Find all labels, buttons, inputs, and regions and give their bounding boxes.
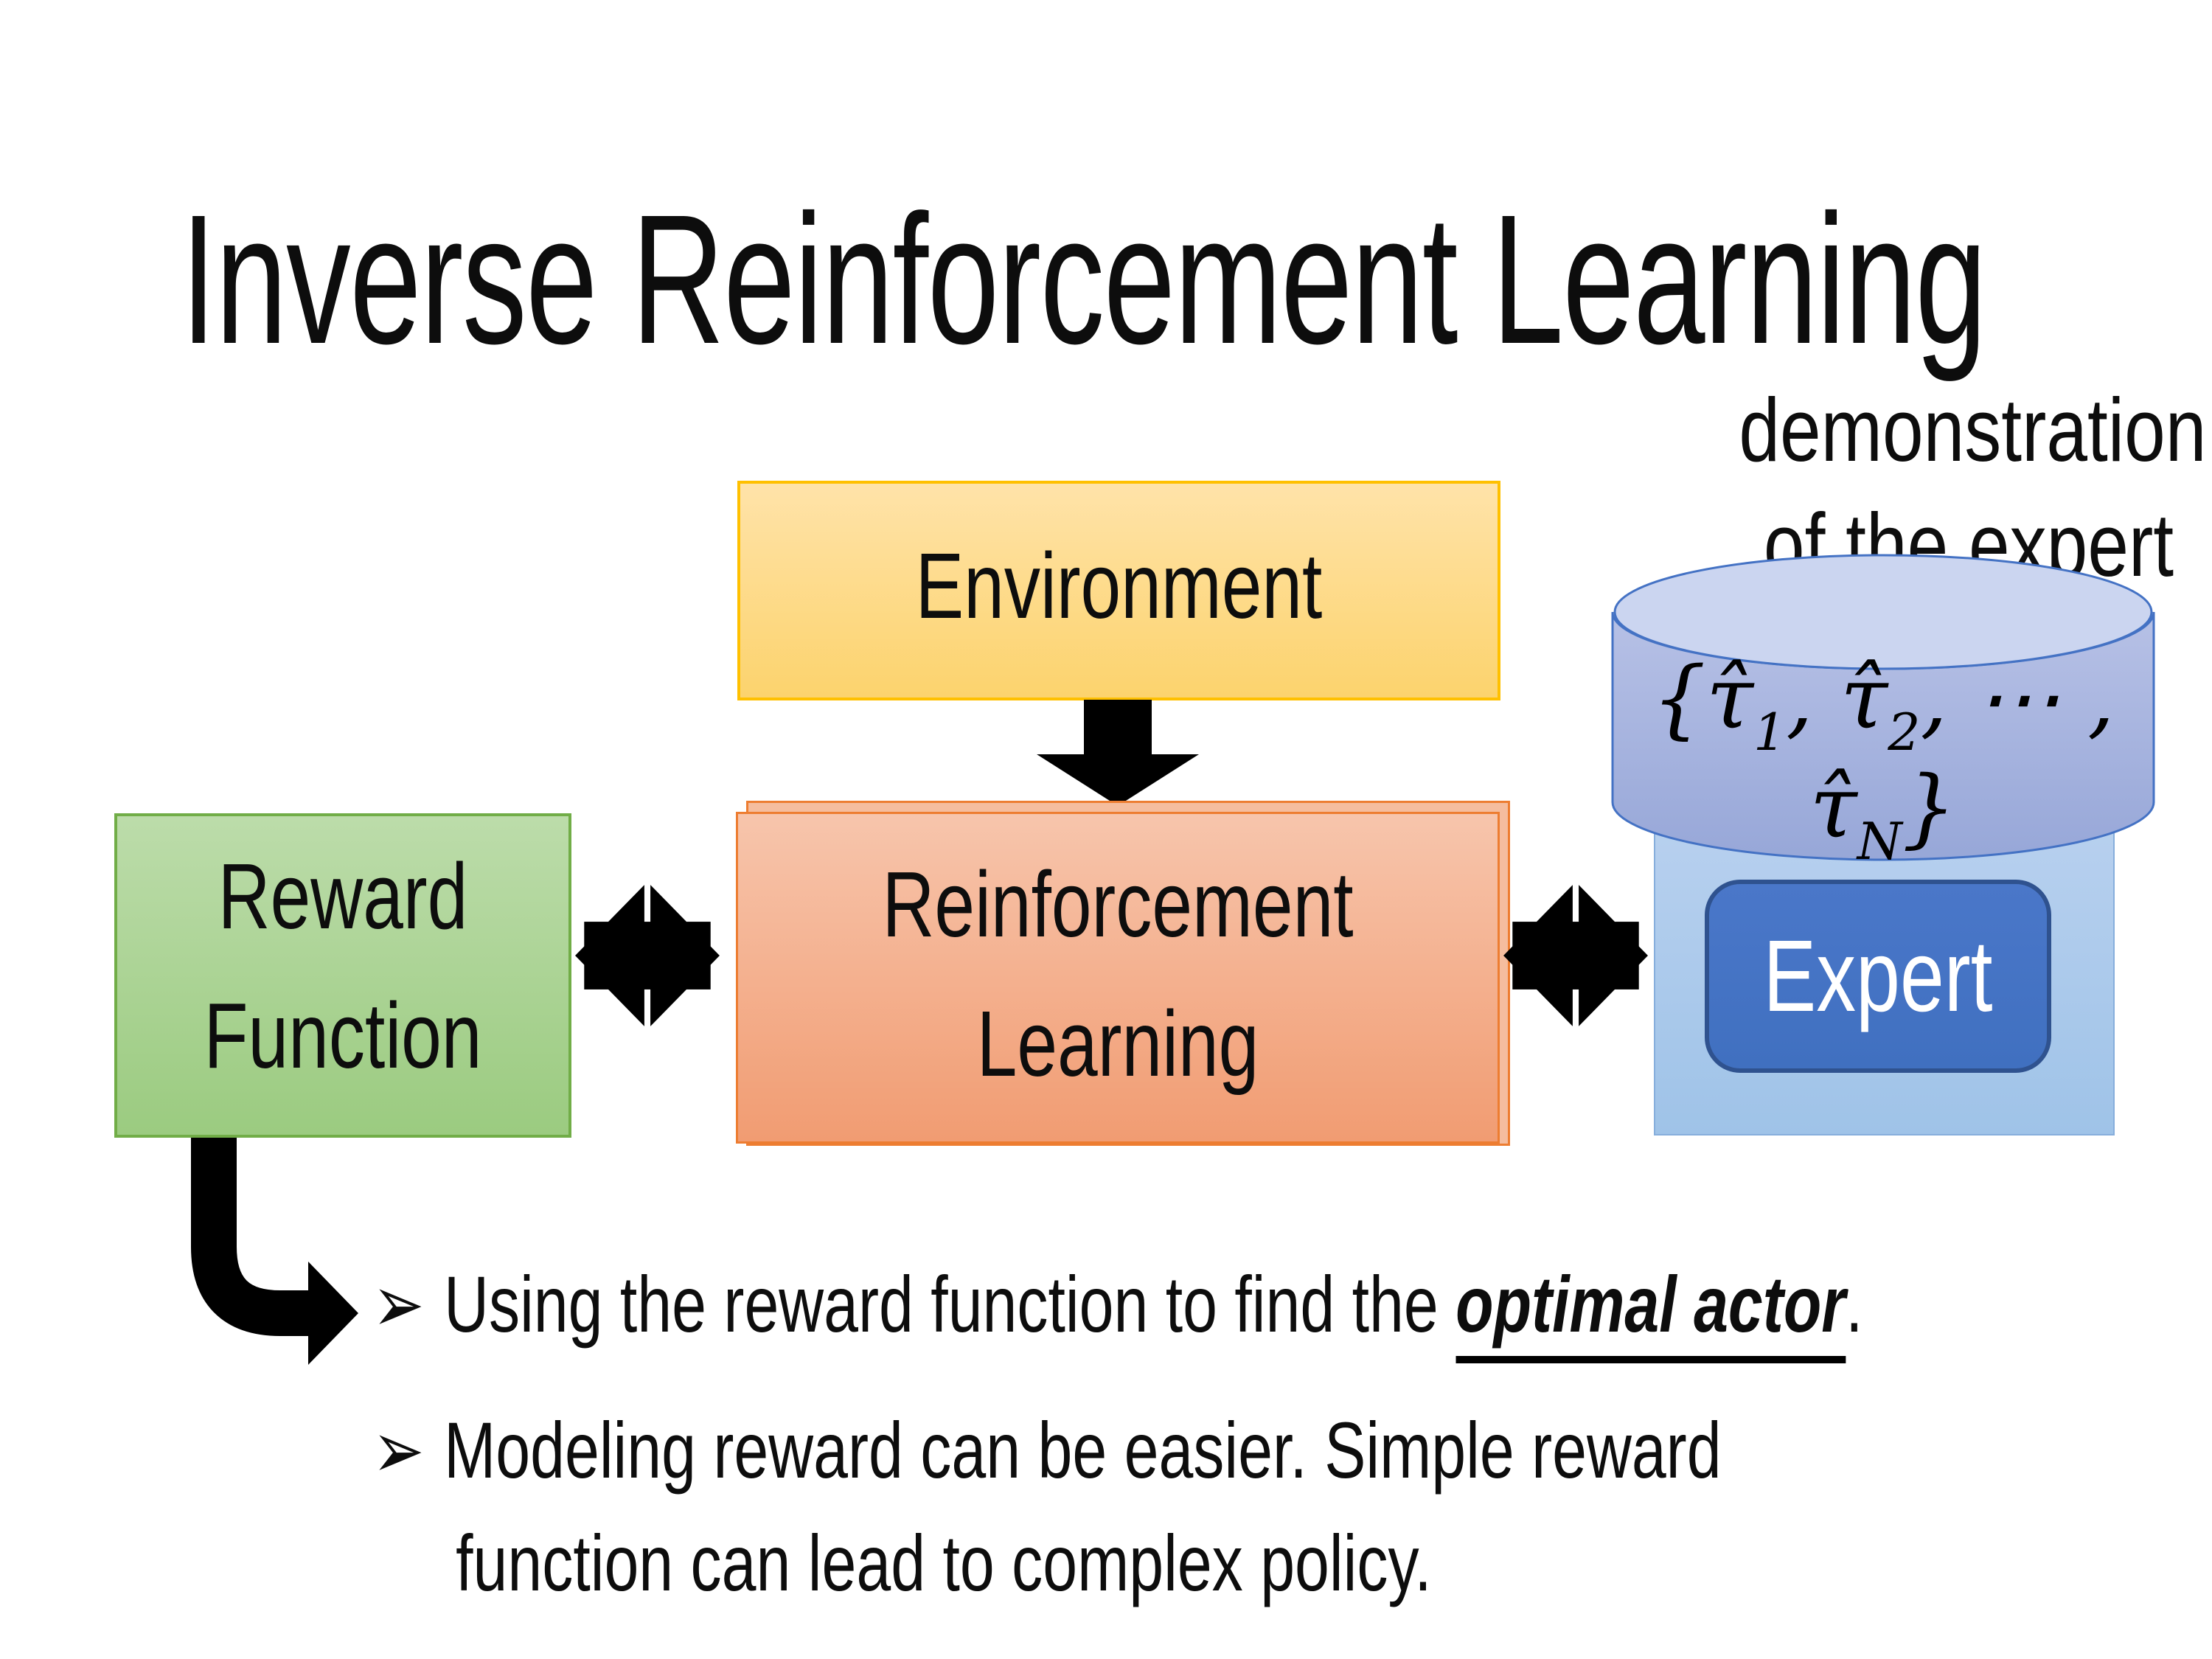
down-arrow-icon [1084,700,1152,756]
bullet2-text: Modeling reward can be easier. Simple re… [444,1405,1722,1608]
formula-subN: N [1857,811,1902,872]
formula-sep1: , [1786,649,1841,748]
formula-sub1: 1 [1753,702,1787,762]
formula-tau1: τ̂ [1705,649,1753,748]
database-cylinder-icon [1611,554,2155,861]
bullet-item-modeling-reward: ➢Modeling reward can be easier. Simple r… [372,1394,1951,1620]
formula-brace-close: } [1902,758,1957,858]
slide-title: Inverse Reinforcement Learning [181,176,1987,382]
double-arrow-icon [1503,885,1648,1026]
expert-label: Expert [1763,919,1993,1033]
bullet1-emphasis: optimal actor [1455,1259,1846,1363]
bullet1-text: Using the reward function to find the [444,1259,1456,1349]
reward-function-box: Reward Function [114,813,571,1138]
reinforcement-learning-box: Reinforcement Learning [736,812,1500,1144]
demonstration-label-line1: demonstration [1739,380,2207,480]
reinforcement-learning-label: Reinforcement Learning [882,852,1354,1096]
expert-box: Expert [1705,880,2051,1073]
trajectory-set-formula: {τ̂1, τ̂2, ⋯ , τ̂N} [1610,649,2156,872]
bullet-item-optimal-actor: ➢Using the reward function to find the o… [372,1248,1951,1363]
bullet-arrow-icon: ➢ [372,1405,425,1495]
formula-dots: , ⋯ , [1920,649,2115,748]
environment-label: Environment [915,533,1323,638]
elbow-arrow-icon [191,1138,358,1365]
environment-box: Environment [737,481,1500,700]
down-arrow-icon [1037,754,1199,806]
bullet-arrow-icon: ➢ [372,1259,425,1349]
formula-tau2: τ̂ [1840,649,1888,748]
formula-sub2: 2 [1888,702,1921,762]
double-arrow-icon [575,885,720,1026]
formula-tauN: τ̂ [1809,758,1857,858]
formula-brace-open: { [1652,649,1706,748]
reward-function-label: Reward Function [204,844,482,1088]
demonstration-label: demonstration of the expert [1739,372,2207,602]
bullet1-period: . [1846,1259,1863,1349]
